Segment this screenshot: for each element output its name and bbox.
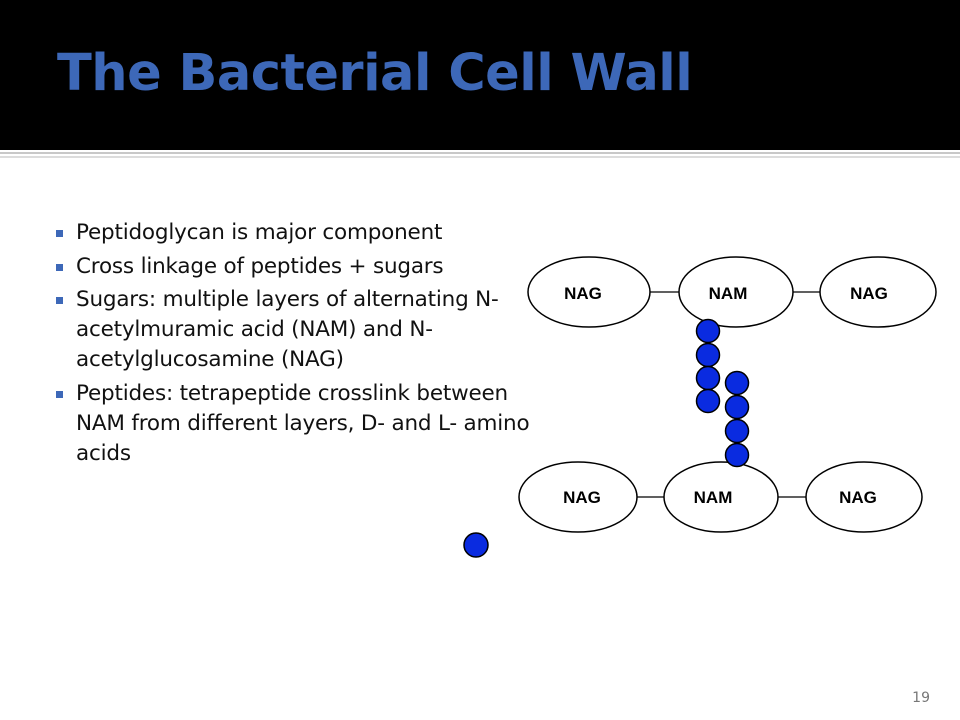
amino-acid-circle (695, 318, 721, 344)
bullet-item: Sugars: multiple layers of alternating N… (48, 285, 548, 375)
bullet-item: Peptides: tetrapeptide crosslink between… (48, 379, 548, 469)
bullet-text: Sugars: multiple layers of alternating N… (76, 287, 499, 372)
sugar-nam: NAM (678, 256, 794, 328)
sugar-nag: NAG (518, 461, 638, 533)
amino-acid-circle (695, 365, 721, 391)
peptide-chain-top (695, 318, 721, 414)
sugar-label: NAM (694, 488, 733, 507)
amino-acid-legend-circle (463, 532, 489, 558)
peptide-chain-bottom (724, 370, 750, 468)
bullet-text: Cross linkage of peptides + sugars (76, 254, 444, 279)
sugar-label: NAM (709, 284, 748, 303)
amino-acid-circle (695, 388, 721, 414)
bullet-text: Peptides: tetrapeptide crosslink between… (76, 381, 530, 466)
square-bullet-icon (56, 391, 63, 398)
sugar-label: NAG (563, 488, 601, 507)
slide-title: The Bacterial Cell Wall (57, 44, 693, 103)
bullet-item: Cross linkage of peptides + sugars (48, 252, 548, 282)
header-divider (0, 152, 960, 154)
sugar-nag: NAG (805, 461, 923, 533)
amino-acid-circle (724, 370, 750, 396)
page-number: 19 (912, 690, 930, 706)
sugar-nag: NAG (527, 256, 651, 328)
bullet-text: Peptidoglycan is major component (76, 220, 443, 245)
amino-acid-circle (724, 418, 750, 444)
square-bullet-icon (56, 297, 63, 304)
sugar-label: NAG (850, 284, 888, 303)
bullet-item: Peptidoglycan is major component (48, 218, 548, 248)
header-divider-secondary (0, 156, 960, 158)
sugar-nag: NAG (819, 256, 937, 328)
square-bullet-icon (56, 264, 63, 271)
amino-acid-circle (724, 394, 750, 420)
sugar-label: NAG (564, 284, 602, 303)
amino-acid-circle (695, 342, 721, 368)
amino-acid-circle (724, 442, 750, 468)
sugar-nam: NAM (663, 461, 779, 533)
title-bar: The Bacterial Cell Wall (0, 0, 960, 150)
sugar-label: NAG (839, 488, 877, 507)
bullet-list: Peptidoglycan is major component Cross l… (48, 218, 548, 473)
square-bullet-icon (56, 230, 63, 237)
